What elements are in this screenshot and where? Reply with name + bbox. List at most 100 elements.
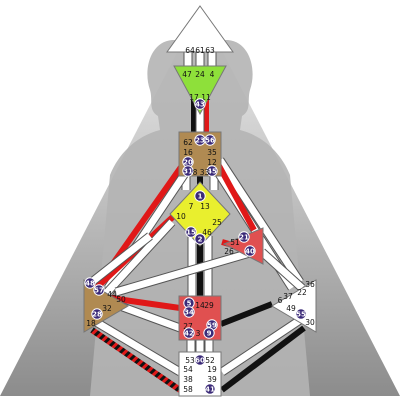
channel-white bbox=[97, 219, 175, 303]
solar-activated-gate-label: 55 bbox=[296, 311, 306, 319]
activated-gate-circle bbox=[194, 233, 206, 245]
throat-gate-label: 35 bbox=[207, 148, 217, 157]
root-gate-label: 38 bbox=[183, 375, 193, 384]
throat-activated-gate-label: 31 bbox=[183, 168, 193, 176]
sacral-gate-label: 3 bbox=[196, 329, 201, 338]
root-gate-label: 19 bbox=[207, 365, 217, 374]
sacral-gate-label: 29 bbox=[204, 301, 214, 310]
channel-black bbox=[220, 325, 306, 393]
g-activated-gate-label: 2 bbox=[198, 236, 203, 244]
solar-gate-label: 37 bbox=[283, 292, 293, 301]
channel-white bbox=[217, 158, 303, 284]
heart-gate-label: 26 bbox=[224, 247, 234, 256]
root-gate-label: 39 bbox=[207, 375, 217, 384]
g-activated-gate-label: 1 bbox=[198, 193, 203, 201]
sacral-activated-gate-label: 9 bbox=[207, 330, 212, 338]
root-gate-label: 58 bbox=[183, 385, 193, 394]
ajna-gate-label: 4 bbox=[210, 70, 215, 79]
spleen-gate-label: 50 bbox=[116, 295, 126, 304]
channel-white bbox=[94, 318, 182, 376]
activated-gate-circle bbox=[93, 284, 105, 296]
spleen-gate-label: 18 bbox=[86, 319, 96, 328]
throat-activated-gate-label: 23 bbox=[195, 137, 205, 145]
solar-gate-label: 49 bbox=[286, 304, 296, 313]
activated-gate-circle bbox=[194, 98, 206, 110]
channel-hatch bbox=[90, 327, 182, 393]
activated-gate-circle bbox=[204, 383, 216, 395]
root-gate-label: 53 bbox=[185, 356, 195, 365]
throat-activated-gate-label: 45 bbox=[207, 168, 217, 176]
activated-gate-circle bbox=[295, 308, 307, 320]
root-gate-label: 52 bbox=[205, 356, 215, 365]
sacral-activated-gate-label: 42 bbox=[184, 330, 194, 338]
g-gate-label: 10 bbox=[176, 212, 186, 221]
spleen-activated-gate-label: 57 bbox=[94, 287, 104, 295]
ajna-center bbox=[173, 65, 227, 116]
root-activated-gate-label: 41 bbox=[205, 386, 215, 394]
channel-white bbox=[118, 302, 182, 332]
ajna-gate-label: 17 bbox=[189, 93, 199, 102]
spleen-activated-gate-label: 48 bbox=[85, 280, 95, 288]
activated-gate-circle bbox=[182, 165, 194, 177]
heart-gate-label: 51 bbox=[230, 238, 240, 247]
solar-gate-label: 6 bbox=[278, 296, 283, 305]
head-gate-label: 64 bbox=[185, 46, 195, 55]
channel-white bbox=[259, 249, 305, 291]
activated-gate-circle bbox=[194, 190, 206, 202]
spleen-activated-gate-label: 28 bbox=[92, 311, 102, 319]
sacral-activated-gate-label: 59 bbox=[207, 322, 217, 330]
sacral-gate-label: 14 bbox=[195, 301, 205, 310]
solar-gate-label: 30 bbox=[305, 318, 315, 327]
activated-gate-circle bbox=[183, 327, 195, 339]
activated-gate-circle bbox=[194, 354, 206, 366]
ajna-gate-label: 11 bbox=[201, 93, 211, 102]
head-gate-label: 61 bbox=[195, 46, 205, 55]
g-gate-label: 46 bbox=[202, 228, 212, 237]
solar-gate-label: 36 bbox=[305, 280, 315, 289]
channel-black bbox=[219, 301, 274, 327]
throat-gate-label: 62 bbox=[183, 138, 193, 147]
channel-white bbox=[85, 233, 153, 288]
head-gate-label: 63 bbox=[205, 46, 215, 55]
throat-inner-label: 8 33 bbox=[193, 168, 210, 177]
activated-gate-circle bbox=[185, 226, 197, 238]
channel-red bbox=[109, 295, 181, 311]
channel-red bbox=[215, 162, 257, 232]
sacral-gate-label: 27 bbox=[183, 322, 193, 331]
g-gate-label: 25 bbox=[212, 218, 222, 227]
root-gate-label: 54 bbox=[183, 365, 193, 374]
activated-gate-circle bbox=[204, 134, 216, 146]
head-center bbox=[166, 5, 234, 53]
spleen-gate-label: 44 bbox=[107, 290, 117, 299]
heart-activated-gate-label: 21 bbox=[239, 234, 249, 242]
ajna-activated-gate-label: 43 bbox=[195, 101, 205, 109]
channel-white bbox=[115, 246, 261, 296]
activated-gate-circle bbox=[203, 327, 215, 339]
activated-gate-circle bbox=[206, 165, 218, 177]
sacral-activated-gate-label: 5 bbox=[187, 300, 192, 308]
activated-gate-circle bbox=[183, 306, 195, 318]
solar-gate-label: 22 bbox=[297, 288, 307, 297]
solar-center bbox=[271, 279, 317, 333]
g-activated-gate-label: 15 bbox=[186, 229, 196, 237]
activated-gate-circle bbox=[244, 245, 256, 257]
throat-gate-label: 16 bbox=[183, 148, 193, 157]
channels bbox=[85, 52, 306, 393]
activated-gate-circle bbox=[91, 308, 103, 320]
root-activated-gate-label: 60 bbox=[195, 357, 205, 365]
heart-activated-gate-label: 40 bbox=[245, 248, 255, 256]
g-gate-label: 13 bbox=[200, 202, 210, 211]
g-gate-label: 7 bbox=[189, 202, 194, 211]
sacral-activated-gate-label: 34 bbox=[184, 309, 194, 317]
activated-gate-circle bbox=[84, 277, 96, 289]
channel-white bbox=[220, 317, 302, 375]
throat-activated-gate-label: 56 bbox=[205, 137, 215, 145]
activated-gate-circle bbox=[238, 231, 250, 243]
ajna-gate-label: 47 bbox=[182, 70, 192, 79]
g-center bbox=[169, 181, 231, 247]
spleen-gate-label: 32 bbox=[102, 304, 112, 313]
throat-gate-label: 12 bbox=[207, 158, 217, 167]
